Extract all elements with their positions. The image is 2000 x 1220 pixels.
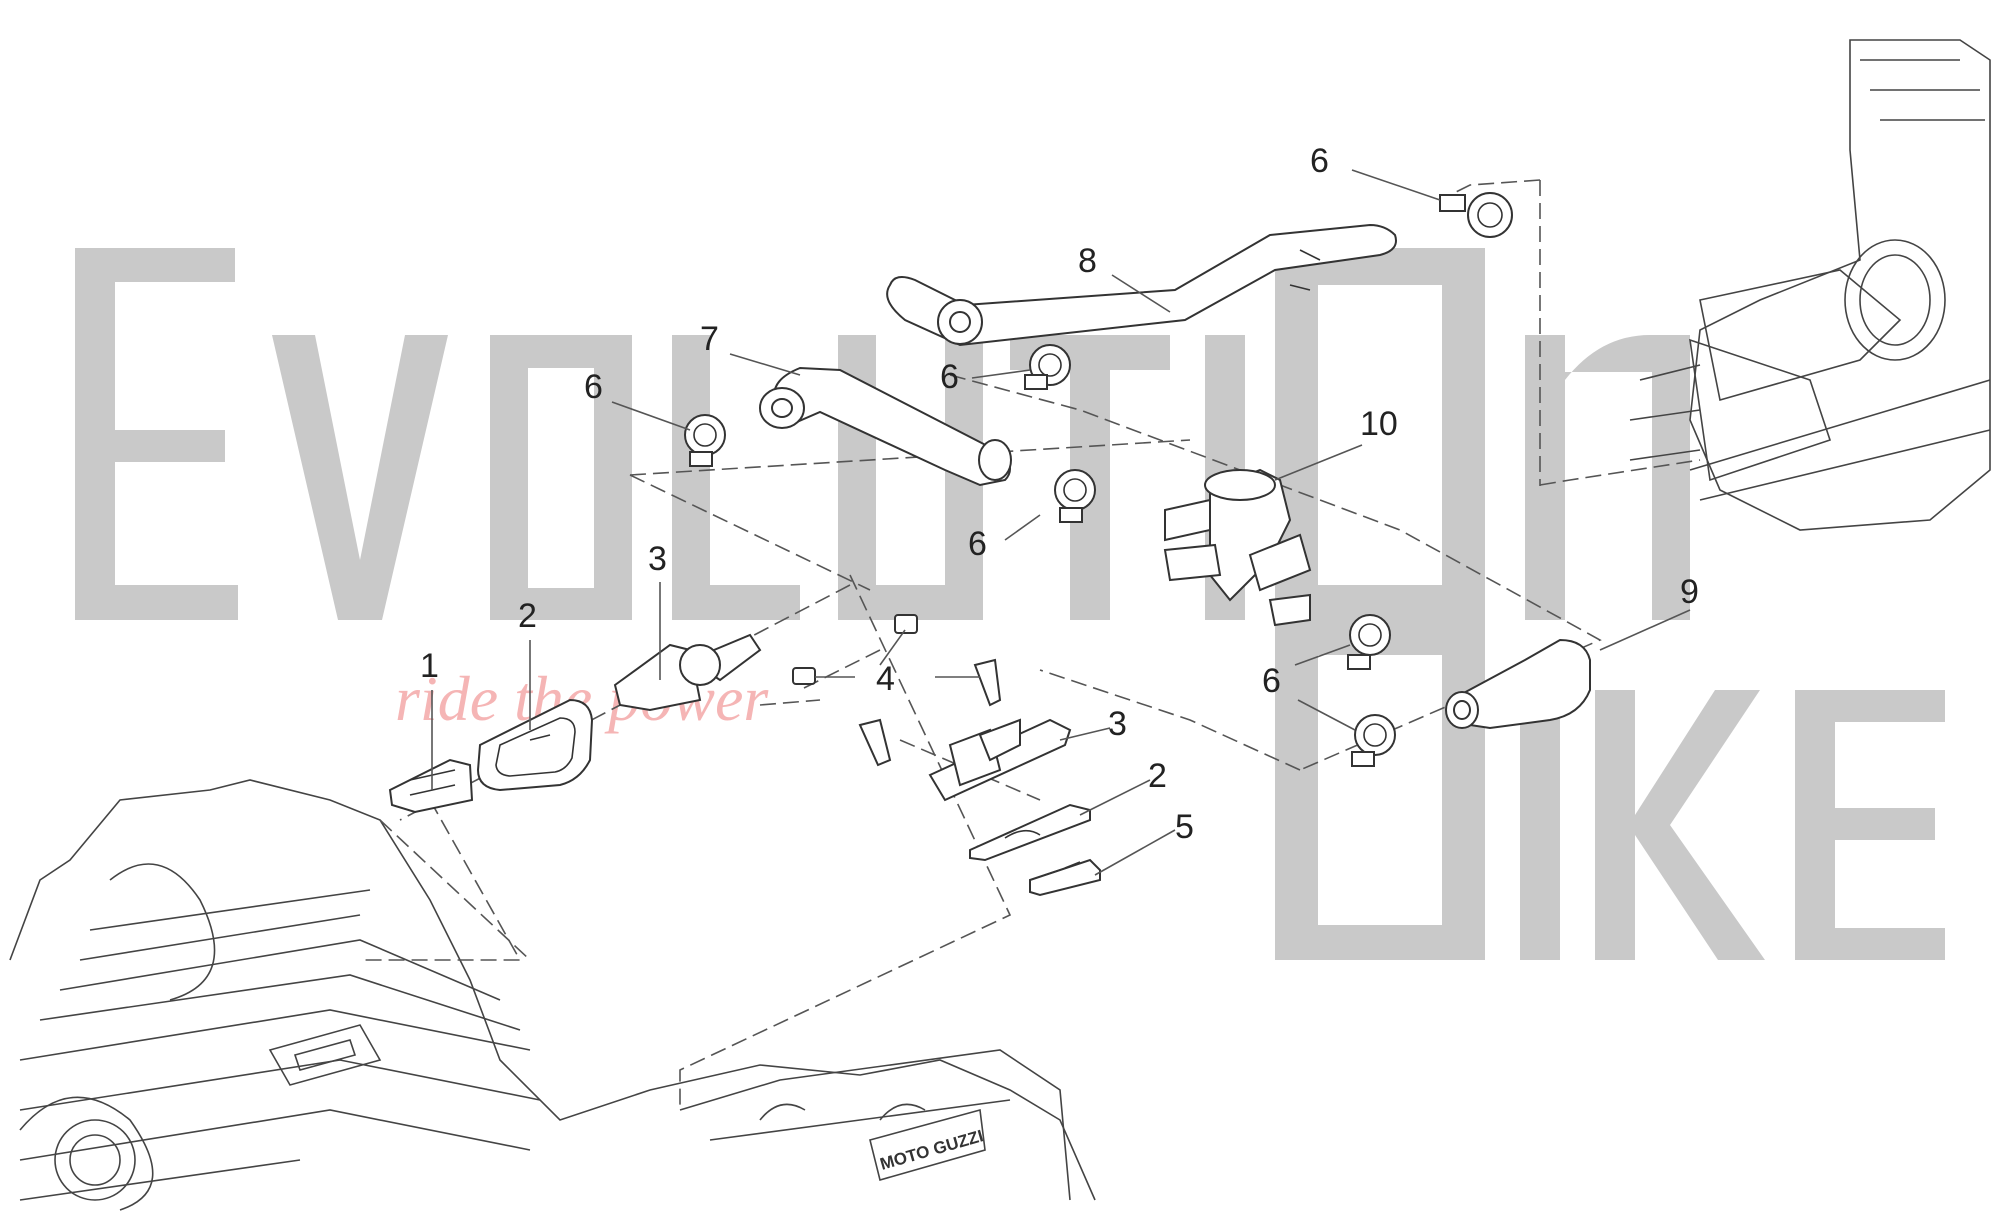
callout-6: 6 — [968, 525, 987, 563]
part-reed-valve-5 — [1029, 858, 1101, 897]
watermark-logo: ride the power — [75, 248, 1945, 960]
part-clamp-6 — [1054, 469, 1096, 523]
part-gasket-2-right — [969, 803, 1091, 862]
part-screw-4 — [792, 614, 1002, 767]
callout-10: 10 — [1360, 405, 1398, 443]
callout-leaders — [431, 169, 1691, 876]
part-clamp-6 — [1024, 344, 1071, 390]
cylinder-head-engine: MOTO GUZZI — [9, 779, 1096, 1211]
part-reed-valve-1 — [388, 758, 474, 814]
part-hose-9 — [1445, 638, 1591, 730]
part-cover-3 — [613, 633, 762, 712]
part-gasket-2 — [476, 698, 594, 792]
callout-labels: 1 2 3 4 6 7 6 8 6 10 6 9 6 3 2 5 — [420, 142, 1699, 846]
callout-3: 3 — [1108, 705, 1127, 743]
callout-4: 4 — [876, 660, 895, 698]
callout-6: 6 — [940, 358, 959, 396]
part-hose-8 — [886, 223, 1397, 347]
part-hose-7 — [759, 366, 1012, 487]
callout-9: 9 — [1680, 573, 1699, 611]
callout-7: 7 — [700, 320, 719, 358]
callout-1: 1 — [420, 647, 439, 685]
callout-2: 2 — [518, 597, 537, 635]
part-clamp-6 — [1439, 192, 1513, 238]
part-valve-10 — [1163, 468, 1312, 627]
callout-6: 6 — [1262, 662, 1281, 700]
part-cover-3-right — [928, 718, 1072, 802]
callout-6: 6 — [584, 368, 603, 406]
callout-2: 2 — [1148, 757, 1167, 795]
callout-8: 8 — [1078, 242, 1097, 280]
callout-5: 5 — [1175, 808, 1194, 846]
part-clamp-6 — [1351, 714, 1396, 767]
callout-6: 6 — [1310, 142, 1329, 180]
part-clamp-6 — [684, 414, 726, 467]
throttle-body-assembly — [1629, 39, 1991, 531]
part-clamp-6 — [1347, 614, 1391, 670]
callout-3: 3 — [648, 540, 667, 578]
